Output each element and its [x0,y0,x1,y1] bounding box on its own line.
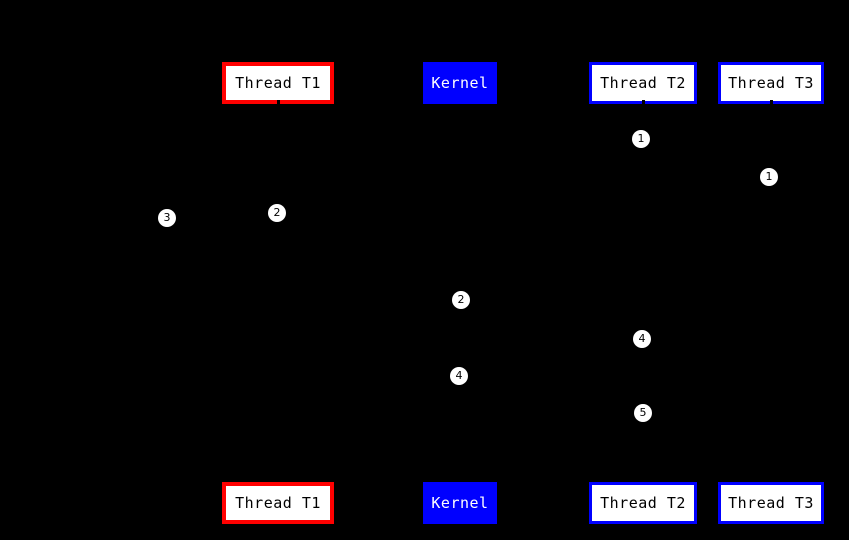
lifeline-notch-t2-top [642,100,645,104]
step-badge: 3 [158,209,176,227]
step-badge-text: 2 [457,293,465,306]
participant-kernel-top[interactable]: Kernel [423,62,497,104]
lifeline-notch-t1-bottom [277,478,280,482]
step-badge: 2 [452,291,470,309]
participant-label: Thread T3 [728,74,814,92]
participant-thread-t2-top[interactable]: Thread T2 [589,62,697,104]
message-line-1 [643,148,771,149]
message-line-5 [460,386,643,387]
participant-thread-t2-bottom[interactable]: Thread T2 [589,482,697,524]
participant-kernel-bottom[interactable]: Kernel [423,482,497,524]
step-badge-text: 4 [638,332,646,345]
step-badge-text: 1 [637,132,645,145]
participant-thread-t1-bottom[interactable]: Thread T1 [222,482,334,524]
participant-label: Kernel [431,494,489,512]
participant-thread-t3-top[interactable]: Thread T3 [718,62,824,104]
step-badge-text: 2 [273,206,281,219]
step-badge-text: 1 [765,170,773,183]
message-line-2 [278,222,460,223]
step-badge: 1 [632,130,650,148]
participant-label: Thread T2 [600,494,686,512]
step-badge-text: 5 [639,406,647,419]
participant-label: Thread T2 [600,74,686,92]
lifeline-thread-t1 [278,104,279,482]
message-line-4 [460,310,643,311]
step-badge-text: 4 [455,369,463,382]
lifeline-notch-t2-bottom [642,478,645,482]
lifeline-notch-t3-top [770,100,773,104]
step-badge: 1 [760,168,778,186]
lifeline-notch-t1-top [277,100,280,104]
step-badge: 2 [268,204,286,222]
participant-thread-t3-bottom[interactable]: Thread T3 [718,482,824,524]
participant-label: Thread T3 [728,494,814,512]
participant-label: Kernel [431,74,489,92]
message-line-3 [160,228,278,229]
step-badge: 4 [633,330,651,348]
lifeline-thread-t3 [771,104,772,482]
step-badge-text: 3 [163,211,171,224]
participant-thread-t1-top[interactable]: Thread T1 [222,62,334,104]
participant-label: Thread T1 [235,494,321,512]
lifeline-thread-t2 [643,104,644,482]
lifeline-notch-t3-bottom [770,478,773,482]
participant-label: Thread T1 [235,74,321,92]
step-badge: 4 [450,367,468,385]
step-badge: 5 [634,404,652,422]
